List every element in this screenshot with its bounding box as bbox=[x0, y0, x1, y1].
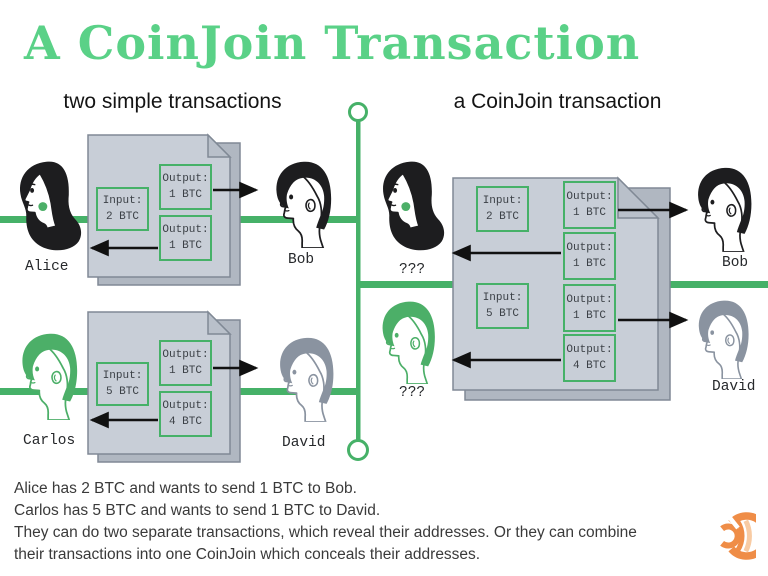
bob-label: Bob bbox=[722, 255, 749, 271]
output-amount: 1 BTC bbox=[168, 240, 202, 252]
caption-line: Carlos has 5 BTC and wants to send 1 BTC… bbox=[14, 502, 381, 519]
timeline-node-icon bbox=[347, 439, 369, 461]
output-box: Output: 1 BTC bbox=[563, 181, 616, 229]
right-section-heading: a CoinJoin transaction bbox=[453, 90, 662, 113]
output-label: Output: bbox=[566, 344, 613, 356]
output-label: Output: bbox=[566, 294, 613, 306]
carlos-label: Carlos bbox=[23, 433, 76, 449]
output-label: Output: bbox=[566, 191, 613, 203]
input-amount: 2 BTC bbox=[105, 211, 139, 223]
output-box: Output: 1 BTC bbox=[159, 215, 212, 261]
input-box: Input: 5 BTC bbox=[96, 362, 149, 406]
anonymous-label: ??? bbox=[399, 385, 426, 401]
input-label: Input: bbox=[482, 195, 523, 207]
output-box: Output: 1 BTC bbox=[159, 164, 212, 210]
output-box: Output: 1 BTC bbox=[563, 284, 616, 332]
divider-line bbox=[356, 121, 361, 442]
bob-label: Bob bbox=[288, 252, 315, 268]
alice-avatar bbox=[14, 160, 86, 254]
anonymous-man-avatar bbox=[378, 300, 438, 384]
output-label: Output: bbox=[566, 242, 613, 254]
caption-text: Alice has 2 BTC and wants to send 1 BTC … bbox=[14, 478, 637, 566]
page-title: A CoinJoin Transaction bbox=[24, 16, 641, 70]
caption-line: They can do two separate transactions, w… bbox=[14, 524, 637, 541]
input-label: Input: bbox=[102, 195, 143, 207]
caption-line: Alice has 2 BTC and wants to send 1 BTC … bbox=[14, 480, 357, 497]
input-amount: 2 BTC bbox=[485, 211, 519, 223]
input-box: Input: 2 BTC bbox=[96, 187, 149, 231]
input-box: Input: 2 BTC bbox=[476, 186, 529, 232]
output-box: Output: 1 BTC bbox=[159, 340, 212, 386]
anonymous-woman-avatar bbox=[377, 160, 449, 254]
input-box: Input: 5 BTC bbox=[476, 283, 529, 329]
output-box: Output: 1 BTC bbox=[563, 232, 616, 280]
output-label: Output: bbox=[162, 224, 209, 236]
input-label: Input: bbox=[102, 370, 143, 382]
output-label: Output: bbox=[162, 173, 209, 185]
output-amount: 1 BTC bbox=[168, 189, 202, 201]
bob-avatar bbox=[694, 166, 754, 252]
input-amount: 5 BTC bbox=[105, 386, 139, 398]
output-amount: 4 BTC bbox=[168, 416, 202, 428]
signal-arcs-logo-icon bbox=[720, 506, 756, 560]
david-avatar bbox=[694, 299, 752, 379]
output-box: Output: 4 BTC bbox=[159, 391, 212, 437]
input-amount: 5 BTC bbox=[485, 308, 519, 320]
david-label: David bbox=[712, 379, 756, 395]
output-amount: 4 BTC bbox=[572, 360, 606, 372]
timeline-node-icon bbox=[348, 102, 368, 122]
alice-label: Alice bbox=[25, 259, 69, 275]
david-avatar bbox=[276, 336, 336, 422]
output-amount: 1 BTC bbox=[572, 310, 606, 322]
anonymous-label: ??? bbox=[399, 262, 426, 278]
output-label: Output: bbox=[162, 349, 209, 361]
input-label: Input: bbox=[482, 292, 523, 304]
output-amount: 1 BTC bbox=[572, 207, 606, 219]
output-box: Output: 4 BTC bbox=[563, 334, 616, 382]
bob-avatar bbox=[272, 160, 334, 248]
output-amount: 1 BTC bbox=[168, 365, 202, 377]
david-label: David bbox=[282, 435, 326, 451]
caption-line: their transactions into one CoinJoin whi… bbox=[14, 546, 481, 563]
output-amount: 1 BTC bbox=[572, 258, 606, 270]
carlos-avatar bbox=[18, 332, 80, 420]
output-label: Output: bbox=[162, 400, 209, 412]
left-section-heading: two simple transactions bbox=[63, 90, 282, 113]
